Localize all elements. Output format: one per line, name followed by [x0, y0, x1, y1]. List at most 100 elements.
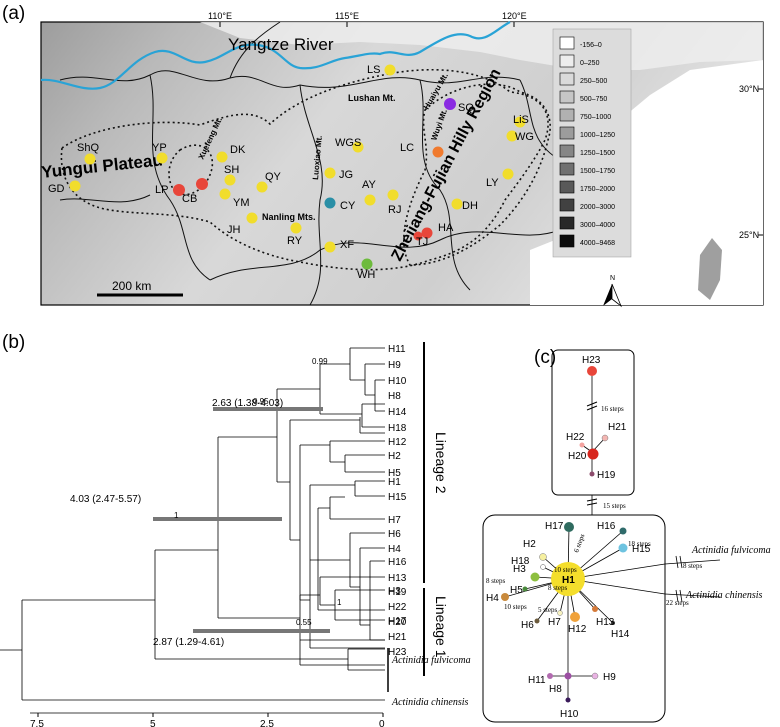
legend-label: 1750–2000 [580, 186, 615, 193]
network-outgroup-chinensis: Actinidia chinensis [685, 590, 762, 601]
tree-tip-label: H1 [388, 477, 401, 488]
legend-label: 500–750 [580, 96, 607, 103]
site-label: YM [233, 197, 250, 209]
axis-tick-label: 5 [150, 719, 156, 727]
legend-label: 4000–9468 [580, 240, 615, 247]
haplotype-node-h15 [618, 543, 628, 553]
site-label: XF [340, 239, 354, 251]
site-marker [256, 181, 268, 193]
site-marker [290, 222, 302, 234]
site-marker [84, 153, 96, 165]
scale-label: 200 km [112, 279, 151, 293]
legend-swatch [559, 216, 575, 230]
step-label: 16 steps [601, 405, 624, 413]
node-label: H2 [523, 539, 536, 550]
site-marker [387, 189, 399, 201]
node-label: H10 [560, 709, 579, 720]
haplotype-node-h20 [587, 448, 599, 460]
site-label: GD [48, 183, 65, 195]
haplotype-node-h11 [547, 673, 553, 679]
tree-tip-label: H19 [388, 587, 407, 598]
site-marker [196, 178, 208, 190]
outgroup-label-chinensis: Actinidia chinensis [391, 697, 468, 708]
network-top-box: H23 H22 H21 H20 H19 16 steps [551, 349, 635, 496]
node-label: H17 [545, 521, 564, 532]
phylogenetic-tree [0, 347, 385, 701]
step-label: 5 steps [538, 606, 558, 614]
legend-swatch [559, 36, 575, 50]
node-age-label: 2.63 (1.38-4.03) [212, 398, 283, 409]
node-label: H9 [603, 672, 616, 683]
legend-swatch [559, 180, 575, 194]
site-marker [364, 194, 376, 206]
node-label: H20 [568, 451, 587, 462]
tree-node-labels: 2.63 (1.38-4.03) 4.03 (2.47-5.57) 2.87 (… [70, 357, 342, 648]
support-label: 0.95 [253, 397, 269, 406]
step-label: 10 steps [504, 603, 527, 611]
north-arrow: N [603, 275, 622, 308]
network-bottom-box: H17 H16 H15 H2 H18 H3 H1 H5 H4 H6 H7 H12… [482, 514, 771, 723]
axis-tick-label: 2.5 [260, 719, 274, 727]
step-label: 8 steps [548, 584, 568, 592]
haplotype-node-h2 [539, 553, 547, 561]
node-label: H5 [510, 585, 523, 596]
node-label: H14 [611, 629, 630, 640]
step-label: 15 steps [603, 502, 626, 510]
mountain-label-nanling: Nanling Mts. [262, 212, 316, 222]
legend-swatch [559, 198, 575, 212]
tree-tip-label: H21 [388, 632, 407, 643]
panel-label-b: (b) [2, 332, 25, 353]
legend-label: 1250–1500 [580, 150, 615, 157]
site-label: CY [340, 200, 356, 212]
site-marker [246, 212, 258, 224]
haplotype-node-h21 [601, 434, 609, 442]
legend-label: 2000–3000 [580, 204, 615, 211]
haplotype-node-h22 [579, 442, 585, 448]
mountain-label-lushan: Lushan Mt. [348, 93, 396, 103]
legend-label: 1000–1250 [580, 132, 615, 139]
tree-tip-label: H16 [388, 557, 407, 568]
tree-tip-label: H9 [388, 360, 401, 371]
node-age-label: 4.03 (2.47-5.57) [70, 494, 141, 505]
panel-label-a: (a) [2, 3, 25, 24]
tree-tip-label: H20 [388, 617, 407, 628]
node-label: H19 [597, 470, 616, 481]
lat-tick-30: 30°N [739, 84, 759, 94]
yangtze-river-line [40, 21, 511, 90]
tree-tip-label: H7 [388, 515, 401, 526]
lon-tick-115: 115°E [335, 11, 359, 21]
legend-swatch [559, 234, 575, 248]
site-label: LS [367, 64, 380, 76]
site-label: WG [515, 131, 534, 143]
site-marker [384, 64, 396, 76]
lon-tick-120: 120°E [502, 11, 527, 21]
step-label: 8 steps [486, 577, 506, 585]
tree-tip-label: H8 [388, 391, 401, 402]
site-marker [219, 188, 231, 200]
tree-tip-label: H10 [388, 376, 407, 387]
site-marker [224, 174, 236, 186]
support-label: 1 [174, 511, 179, 520]
haplotype-node-h7 [557, 610, 563, 616]
tree-tip-label: H23 [388, 647, 407, 658]
river-label: Yangtze River [228, 35, 334, 54]
site-marker [421, 227, 433, 239]
step-label: 22 steps [666, 599, 689, 607]
site-label: LP [155, 184, 168, 196]
site-marker [216, 151, 228, 163]
legend-swatch [559, 72, 575, 86]
node-label: H16 [597, 521, 616, 532]
support-label: 1 [337, 598, 342, 607]
tree-tip-labels: H11H9H10H8H14H18H12H2H5H1H15H7H6H4H16H13… [388, 344, 407, 658]
haplotype-node-h10 [565, 697, 571, 703]
site-label: DH [462, 200, 478, 212]
node-label: H23 [582, 355, 601, 366]
haplotype-node-h23 [587, 366, 597, 376]
legend-label: 0–250 [580, 60, 600, 67]
site-label: SQ [458, 102, 474, 114]
lineage1-label: Lineage 1 [433, 596, 449, 658]
node-label: H13 [596, 617, 615, 628]
legend-swatch [559, 162, 575, 176]
site-label: QY [265, 171, 282, 183]
tree-tip-label: H15 [388, 492, 407, 503]
